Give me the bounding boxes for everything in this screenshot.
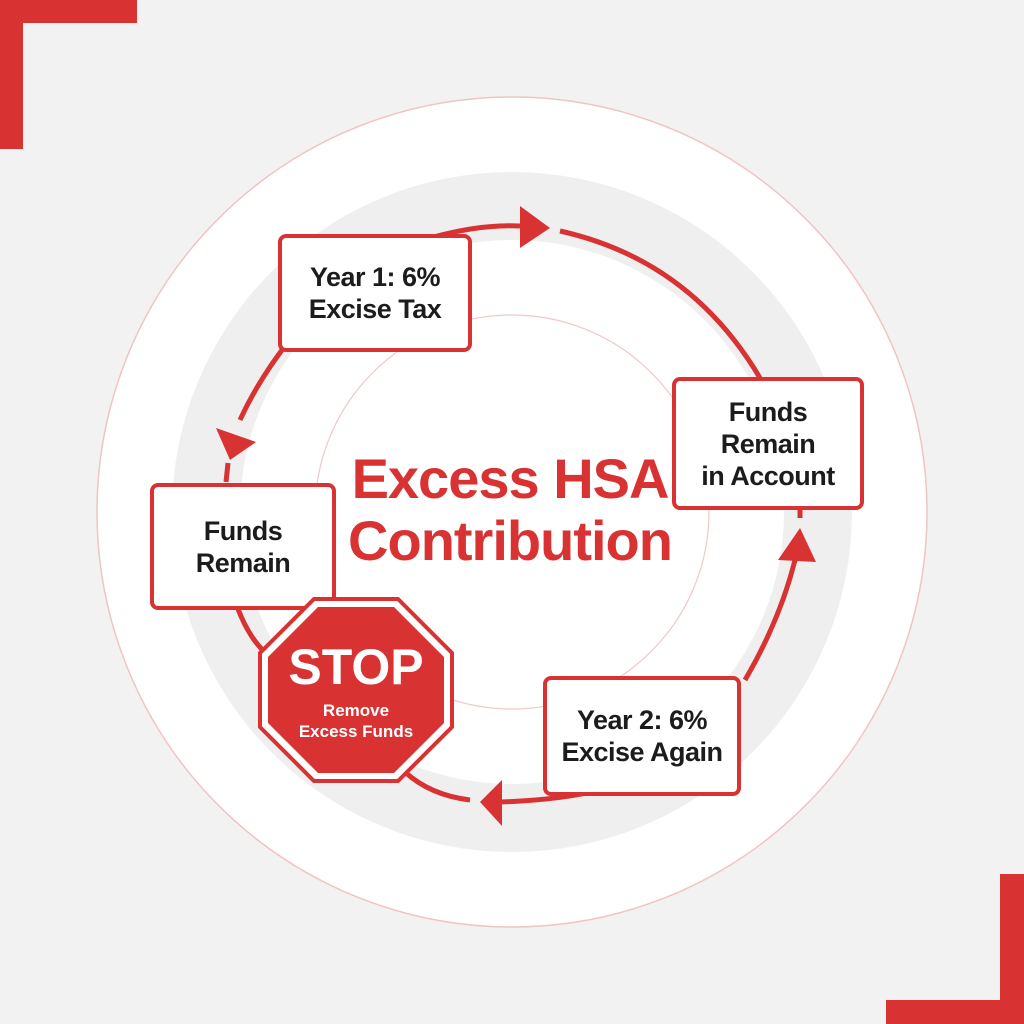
step-text: Year 2: 6% (576, 705, 708, 735)
step-box-year2-excise-again: Year 2: 6% Excise Again (543, 676, 741, 796)
corner-bracket-top-left-horizontal (0, 0, 137, 23)
step-box-year1-excise-tax: Year 1: 6% Excise Tax (278, 234, 472, 352)
stop-instruction-line1: Remove (322, 701, 390, 720)
stop-instruction-line2: Excess Funds (298, 722, 414, 741)
stop-sign-icon (258, 597, 454, 783)
step-text: Funds (203, 515, 283, 546)
center-title: Excess HSA Contribution (340, 448, 680, 572)
step-box-funds-remain-in-account: Funds Remain in Account (672, 377, 864, 510)
step-text: Remain (720, 428, 816, 459)
step-text: Year 1: 6% (309, 262, 441, 292)
stop-label: STOP (288, 639, 424, 695)
step-box-funds-remain: Funds Remain (150, 483, 336, 610)
step-text: Excise Again (561, 737, 723, 767)
step-text: Remain (195, 547, 291, 578)
center-title-line1: Excess HSA (351, 447, 670, 510)
arrowhead-icons (216, 206, 816, 826)
center-title-line2: Contribution (348, 509, 673, 572)
step-text: in Account (701, 460, 835, 491)
corner-bracket-top-left-vertical (0, 0, 23, 149)
stop-sign-text: STOP Remove Excess Funds (258, 640, 454, 742)
corner-bracket-bottom-right-vertical (1000, 874, 1024, 1024)
step-text: Funds (728, 396, 808, 427)
step-text: Excise Tax (308, 294, 442, 324)
